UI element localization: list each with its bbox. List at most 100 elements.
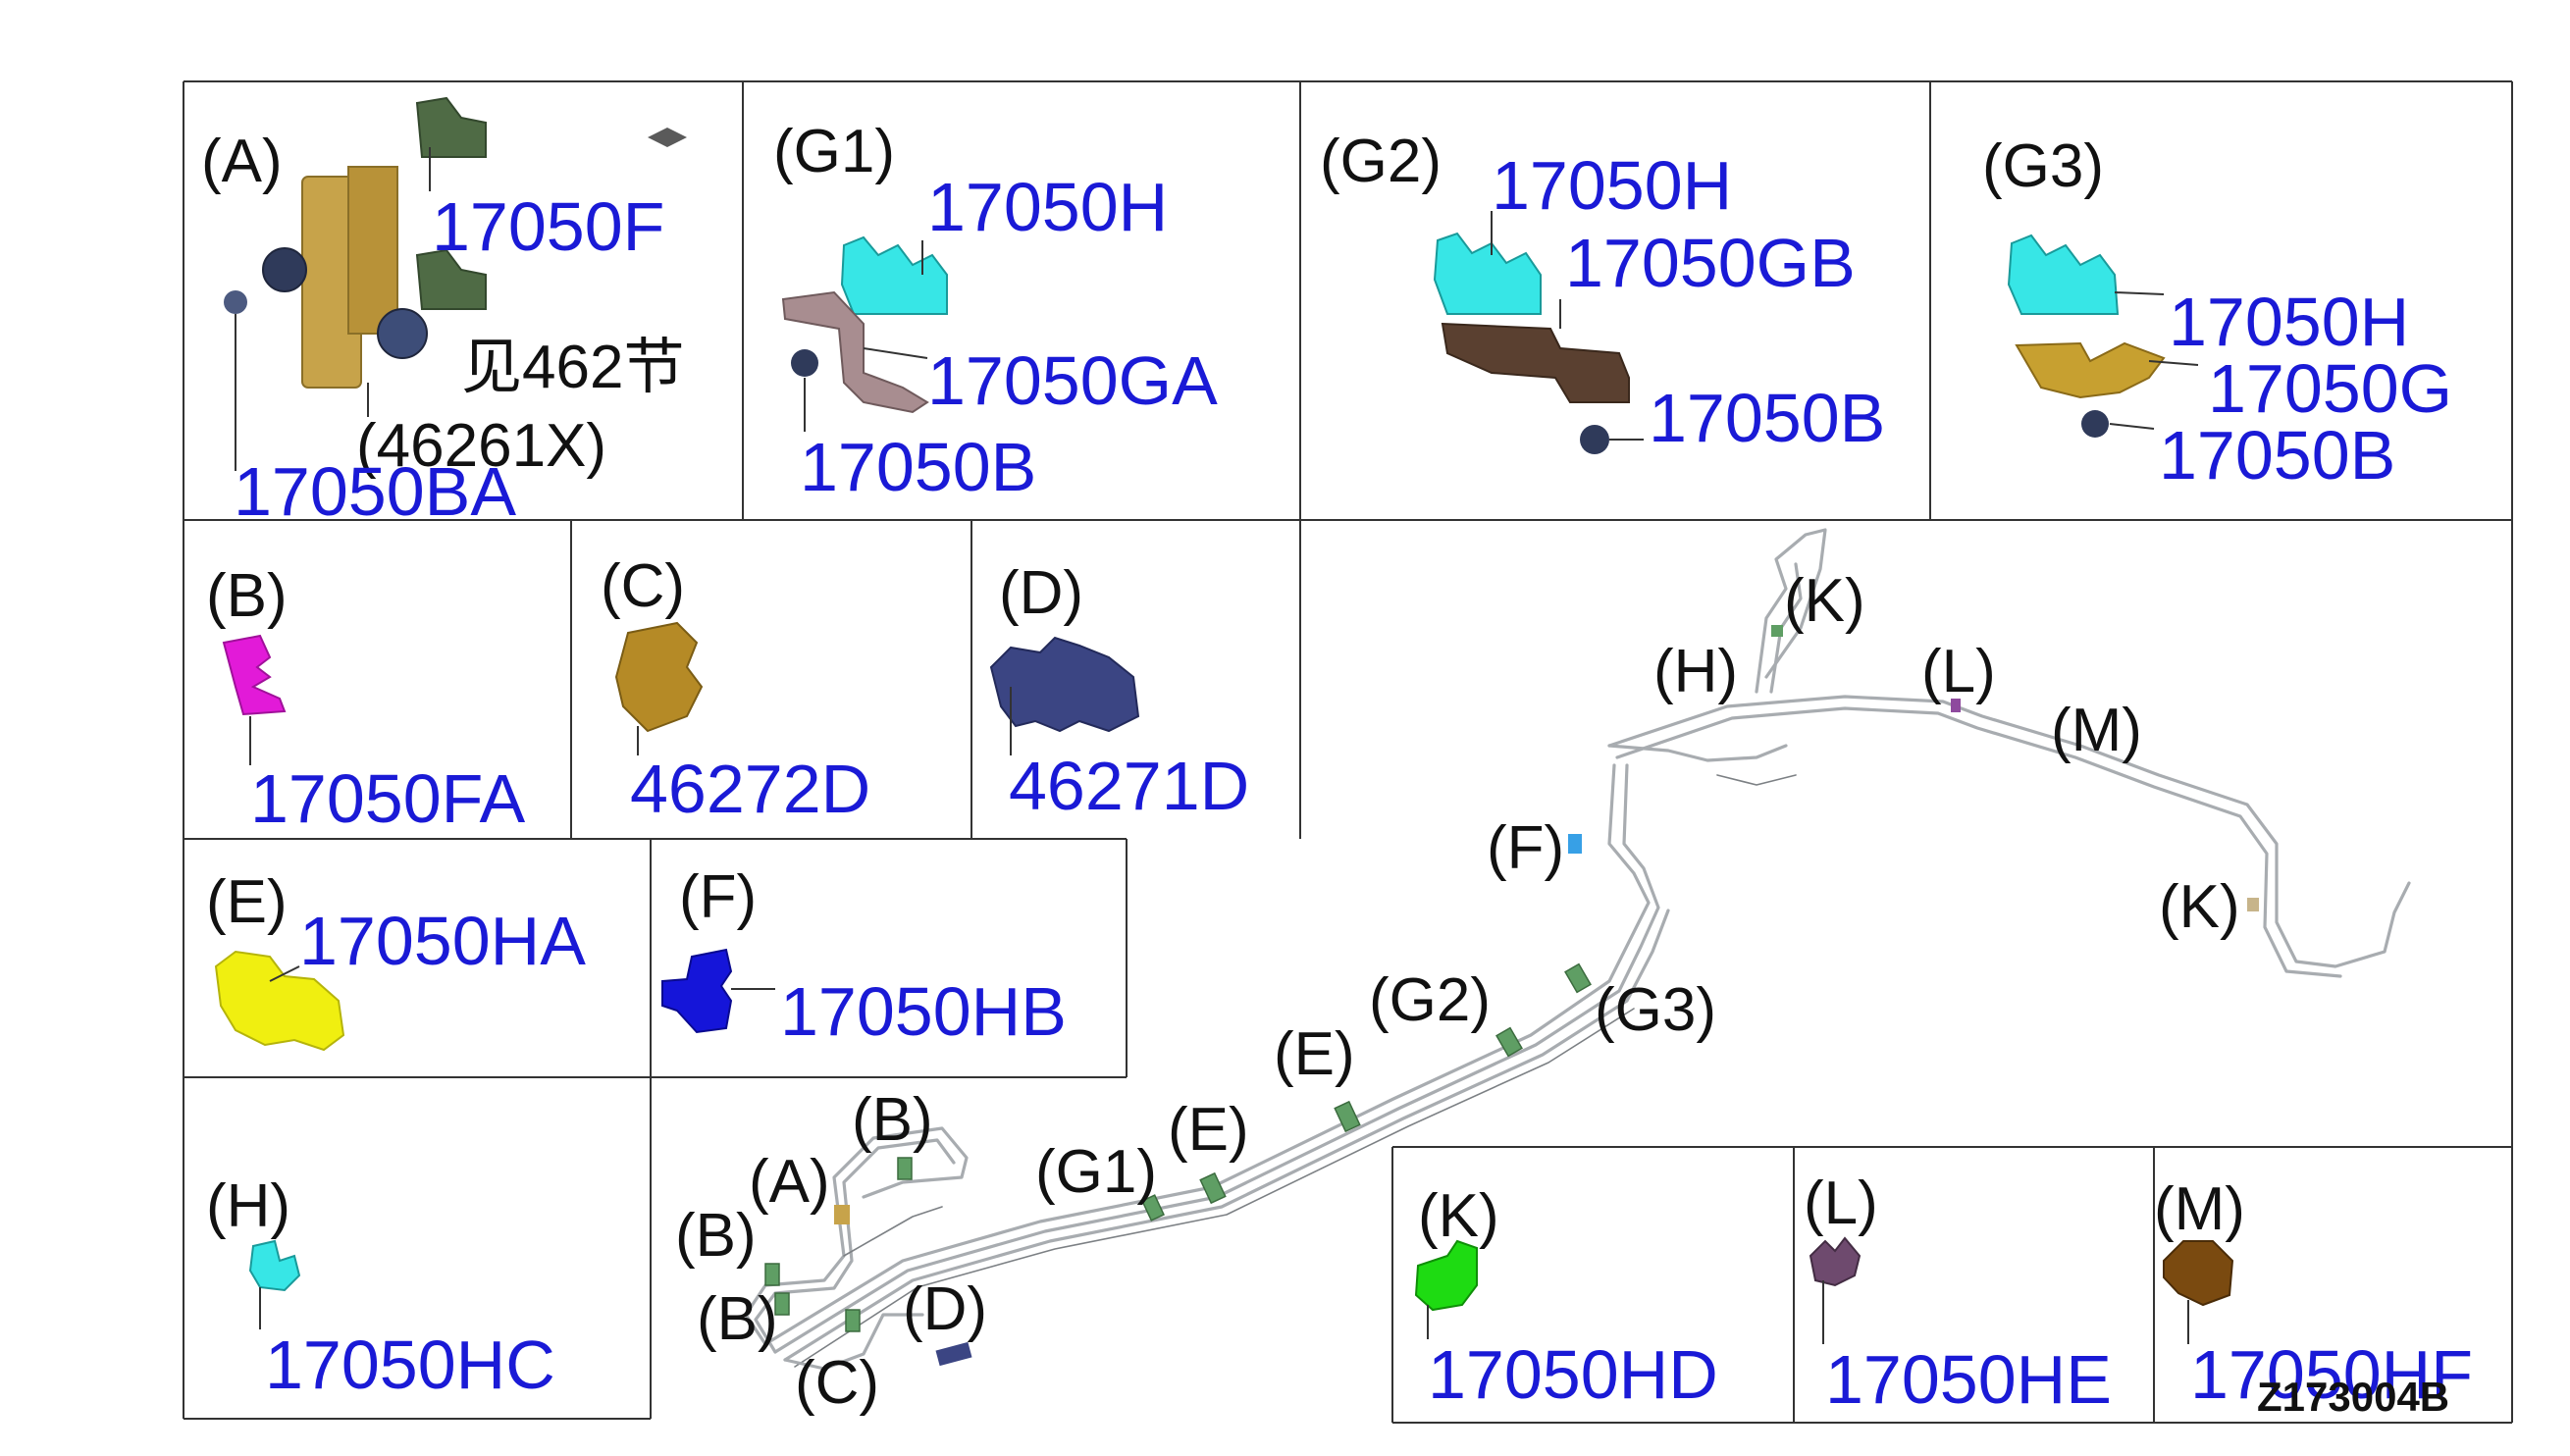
callout-f: (F) [1487,814,1564,882]
panel-a-note: 见462节 [461,334,684,401]
panel-b-tag: (B) [206,562,288,630]
panel-c-part: 46272D [630,751,870,827]
panel-frames [183,80,2513,1424]
clip-17050hd [1414,1239,1478,1312]
assembly-clip-b-3 [774,1292,790,1316]
bracket-17050ga [781,290,929,414]
panel-k-part: 17050HD [1428,1336,1718,1413]
panel-e-part: 17050HA [299,903,586,979]
grommet-17050b-g3 [2081,410,2109,438]
assembly-clip-d [935,1341,972,1367]
assembly-clip-b-2 [764,1263,780,1286]
callout-b-3: (B) [697,1285,778,1353]
panel-g2: (G2) 17050H 17050GB 17050B [1320,128,1885,456]
pipe-assembly [744,528,2411,1371]
panel-g2-part-17050h: 17050H [1492,147,1732,224]
assembly-clip-k-top [1771,625,1783,637]
assembly-clip-e-2 [1334,1100,1361,1133]
grommet-a-1 [262,247,307,292]
assembly-clip-g3 [1564,962,1592,994]
clip-17050h-g2 [1433,232,1542,315]
panel-a-tag: (A) [201,128,283,195]
panel-f-tag: (F) [679,863,757,931]
clip-17050hf [2163,1240,2234,1307]
assembly-callouts: (K) (H) (L) (M) (F) (K) (G2) (G3) (E) (E… [675,567,2240,1417]
panel-g1-part-17050ga: 17050GA [927,342,1218,419]
bracket-17050g [2015,341,2166,399]
grommet-17050ba [224,290,247,314]
panel-g1-part-17050h: 17050H [927,169,1168,245]
panel-e: (E) 17050HA [206,868,586,1052]
callout-e-1: (E) [1274,1020,1355,1088]
panel-b: (B) 17050FA [206,562,526,837]
panel-c: (C) 46272D [601,552,870,827]
assembly-clip-g1 [1141,1194,1165,1222]
callout-d: (D) [903,1275,987,1343]
assembly-clip-f [1568,834,1582,854]
panel-l-tag: (L) [1804,1170,1878,1237]
assembly-clip-b-1 [897,1157,913,1180]
clip-17050hb [661,948,733,1034]
panel-a: (A) 17050F 见462节 (46261X) 17050BA [201,96,687,530]
panel-g1-part-17050b: 17050B [800,429,1036,505]
callout-l: (L) [1921,638,1996,705]
panel-d-tag: (D) [999,559,1083,627]
panel-g2-tag: (G2) [1320,128,1442,195]
panel-c-tag: (C) [601,552,685,620]
bracket-a-plate [347,166,398,335]
callout-k-right: (K) [2159,873,2240,941]
panel-g3-part-17050h: 17050H [2169,284,2409,360]
clip-46272d [614,621,704,733]
panel-a-part-17050f: 17050F [432,188,664,265]
panel-m-part: 17050HF [2190,1336,2473,1413]
clip-17050h-g1 [840,235,948,315]
callout-m: (M) [2051,697,2142,764]
clip-17050he [1809,1236,1862,1287]
clip-17050h-g3 [2007,234,2120,315]
panel-a-ref: (46261X) [356,412,606,480]
clip-17050f-upper [415,96,487,158]
panel-g1-tag: (G1) [773,118,895,185]
panel-h-part: 17050HC [265,1326,555,1403]
panel-h-tag: (H) [206,1172,290,1240]
panel-d-part: 46271D [1009,748,1249,824]
panel-l-part: 17050HE [1825,1341,2112,1418]
clip-17050fa [222,634,287,716]
panel-g3-part-17050g: 17050G [2208,350,2452,427]
clip-17050f-lower [415,248,487,310]
callout-k-top: (K) [1784,567,1865,635]
assembly-clip-e-1 [1199,1171,1227,1205]
callout-g3: (G3) [1595,976,1716,1044]
panel-g2-part-17050gb: 17050GB [1565,225,1856,301]
assembly-clip-c [845,1309,861,1332]
callout-c: (C) [795,1349,879,1417]
callout-h: (H) [1653,638,1738,705]
panel-g3-tag: (G3) [1982,132,2104,200]
panel-f: (F) 17050HB [661,863,1067,1050]
panel-m: (M) 17050HF [2154,1175,2473,1413]
panel-a-part-17050ba: 17050BA [234,453,516,530]
clip-17050ha [214,950,345,1052]
bracket-17050gb [1441,322,1630,403]
panel-f-part: 17050HB [780,973,1067,1050]
grommet-17050b-g1 [791,349,818,377]
panel-e-tag: (E) [206,868,288,936]
callout-g1: (G1) [1035,1138,1157,1206]
panel-h: (H) 17050HC [206,1172,555,1403]
diagram-code: Z173004B [2257,1374,2449,1420]
clip-46271d [989,636,1140,733]
assembly-clip-g2 [1495,1026,1523,1058]
panel-g2-part-17050b: 17050B [1649,380,1885,456]
panel-b-part: 17050FA [250,760,526,837]
assembly-clip-a [834,1205,850,1224]
panel-g3-part-17050b: 17050B [2159,417,2395,494]
panel-k-tag: (K) [1418,1182,1499,1250]
callout-b-1: (B) [852,1086,933,1154]
assembly-clip-l [1951,699,1961,712]
callout-b-2: (B) [675,1202,757,1270]
panel-g1: (G1) 17050H 17050GA 17050B [773,118,1218,505]
panel-d: (D) 46271D [989,559,1249,824]
panel-g3: (G3) 17050H 17050G 17050B [1982,132,2452,494]
callout-a: (A) [749,1148,830,1216]
